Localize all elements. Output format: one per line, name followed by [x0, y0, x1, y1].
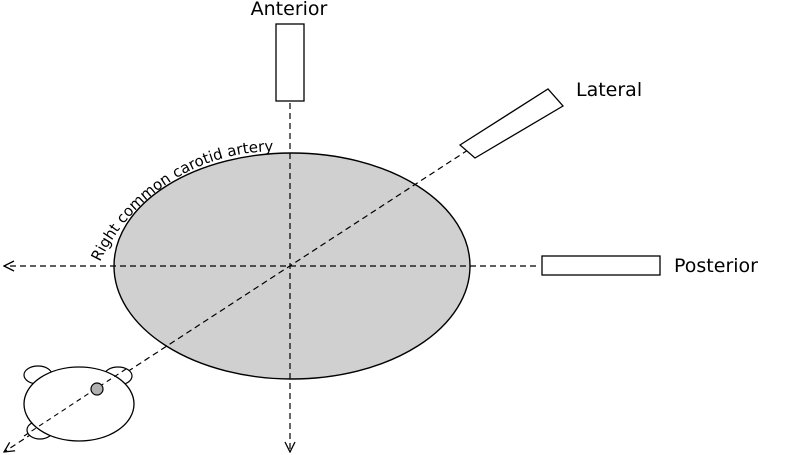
anterior-label: Anterior: [251, 0, 328, 20]
lateral-transducer: [458, 88, 565, 159]
posterior-label: Posterior: [674, 255, 758, 277]
observer-head-icon: [23, 365, 135, 442]
anterior-transducer: [275, 23, 305, 102]
eye-icon: [90, 382, 104, 396]
lateral-label: Lateral: [576, 79, 642, 101]
posterior-transducer: [541, 255, 661, 276]
